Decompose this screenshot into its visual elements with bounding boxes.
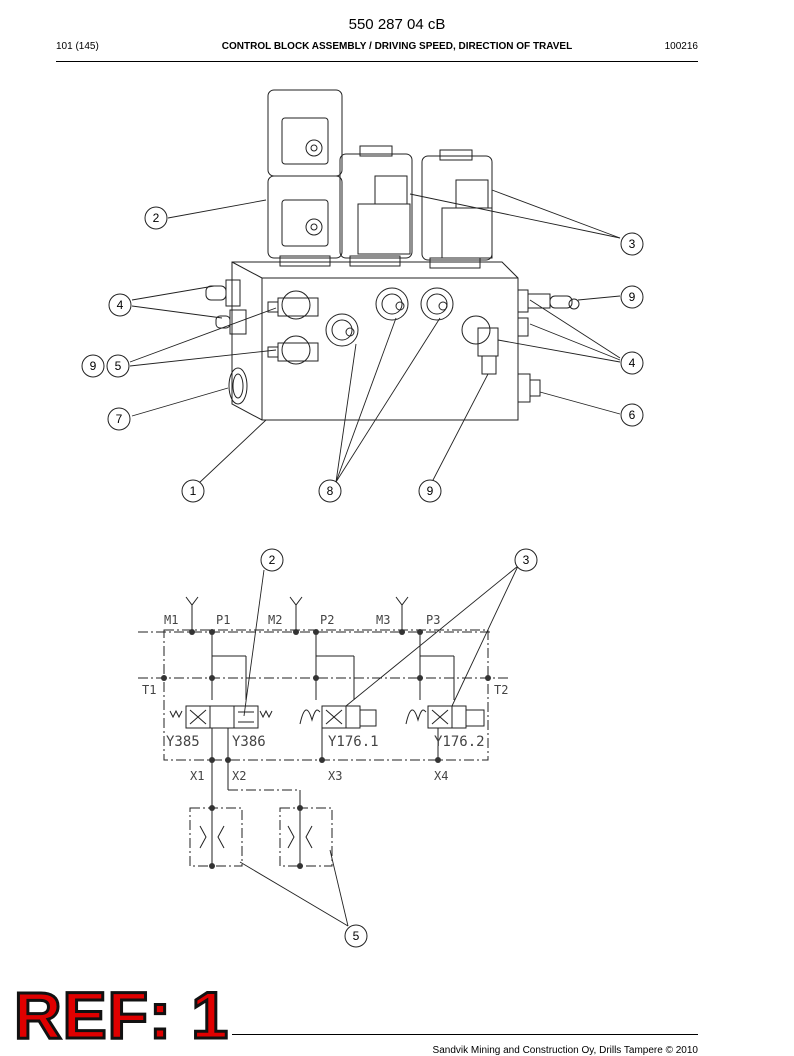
fitting-5 <box>267 290 319 365</box>
label-p3: P3 <box>426 613 440 627</box>
solenoid-coil-3 <box>339 145 493 269</box>
label-y176-2: Y176.2 <box>434 734 485 750</box>
schematic-callout-5: 5 <box>353 929 360 943</box>
label-t2: T2 <box>494 683 508 697</box>
plug-6 <box>517 373 541 403</box>
header-divider <box>56 61 698 62</box>
assembly-leader-lines <box>129 189 621 485</box>
schematic-callout-2: 2 <box>269 553 276 567</box>
plug-7 <box>228 367 248 405</box>
test-point-symbols <box>185 596 409 632</box>
schematic-labels: M1 P1 M2 P2 M3 P3 T1 T2 X1 X2 X3 X4 Y385… <box>142 613 508 783</box>
elbow-9 <box>461 315 499 375</box>
valve-y385-y386 <box>169 705 273 729</box>
callout-6: 6 <box>629 408 636 422</box>
document-number: 550 287 04 cB <box>348 16 446 33</box>
copyright-footer: Sandvik Mining and Construction Oy, Dril… <box>432 1045 698 1056</box>
document-code: 100216 <box>664 41 698 52</box>
label-m3: M3 <box>376 613 390 627</box>
callout-4-left: 4 <box>117 298 124 312</box>
footer-divider <box>232 1034 698 1035</box>
label-y385: Y385 <box>166 734 200 750</box>
callout-1: 1 <box>190 484 197 498</box>
nipple-4-left <box>205 279 247 335</box>
label-x2: X2 <box>232 769 246 783</box>
solenoid-coil-2 <box>267 89 343 267</box>
callout-9-left: 9 <box>90 359 97 373</box>
label-y386: Y386 <box>232 734 266 750</box>
label-y176-1: Y176.1 <box>328 734 379 750</box>
callout-2: 2 <box>153 211 160 225</box>
valve-y176-1 <box>299 705 377 729</box>
callout-5: 5 <box>115 359 122 373</box>
callout-9-bottom: 9 <box>427 484 434 498</box>
page-indicator: 101 (145) <box>56 41 99 52</box>
label-t1: T1 <box>142 683 156 697</box>
label-p1: P1 <box>216 613 230 627</box>
callout-9-right: 9 <box>629 290 636 304</box>
control-block-assembly <box>129 89 621 485</box>
page-title: CONTROL BLOCK ASSEMBLY / DRIVING SPEED, … <box>221 41 573 52</box>
callout-8: 8 <box>327 484 334 498</box>
valve-y176-2 <box>405 705 485 729</box>
hydraulic-schematic <box>138 565 519 927</box>
reference-stamp: REF: 1 <box>12 978 230 1052</box>
label-x3: X3 <box>328 769 342 783</box>
callout-bubbles <box>81 206 644 948</box>
plug-8 <box>325 287 454 347</box>
restrictor-5 <box>189 807 333 867</box>
label-m1: M1 <box>164 613 178 627</box>
callout-7: 7 <box>116 412 123 426</box>
label-m2: M2 <box>268 613 282 627</box>
label-x1: X1 <box>190 769 204 783</box>
label-p2: P2 <box>320 613 334 627</box>
nipple-4-right <box>517 289 580 337</box>
label-x4: X4 <box>434 769 448 783</box>
schematic-leader-lines <box>239 565 519 927</box>
callout-numbers: 2 3 4 9 9 5 4 7 6 1 8 9 2 3 5 <box>90 211 636 943</box>
callout-4-right: 4 <box>629 356 636 370</box>
valve-block-body <box>231 261 519 421</box>
callout-3: 3 <box>629 237 636 251</box>
junction-dots <box>161 629 491 869</box>
schematic-callout-3: 3 <box>523 553 530 567</box>
